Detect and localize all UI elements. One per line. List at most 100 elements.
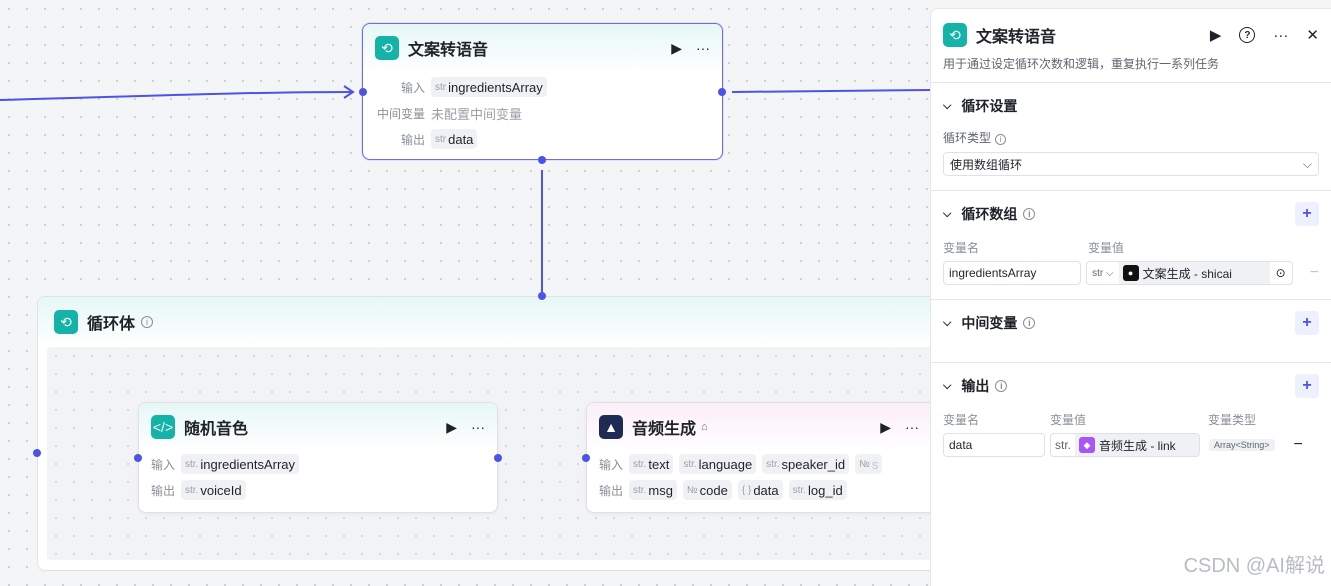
port-in[interactable] [134, 454, 142, 462]
panel-title[interactable]: 文案转语音 [976, 29, 1057, 46]
input-value: ingredientsArray [200, 456, 296, 472]
input-name: text [648, 456, 670, 472]
mid-var-value: 未配置中间变量 [431, 106, 523, 122]
input-pill: str.text [629, 454, 674, 474]
section-title: 循环数组 [961, 206, 1018, 222]
random-voice-node[interactable]: </> 随机音色 ▶ ··· 输入 str.ingredientsArray 输… [138, 402, 498, 513]
loop-type-select[interactable]: 使用数组循环 ⌵ [943, 152, 1319, 176]
input-pill: str.ingredientsArray [181, 454, 300, 474]
loop-icon: ⟲ [943, 23, 967, 47]
type-tag: str. [792, 484, 806, 496]
variable-row: ingredientsArray str ⌵ ● 文案生成 - shicai ⊙… [943, 261, 1319, 285]
audio-generation-node[interactable]: ▲ 音频生成 ⌂ ▶ ··· 输入 str.text str.language … [586, 402, 930, 513]
add-button[interactable]: + [1295, 311, 1319, 335]
add-button[interactable]: + [1295, 374, 1319, 398]
help-icon[interactable]: ? [1239, 27, 1256, 43]
type-text: str. [1055, 438, 1072, 452]
type-header: 变量类型 [1208, 412, 1257, 427]
more-icon[interactable]: ··· [471, 419, 485, 435]
section-header[interactable]: ⌵ 循环数组 i + [943, 191, 1319, 237]
chevron-down-icon[interactable]: ⌵ [943, 207, 952, 220]
reference-chip: ◆ 音频生成 - link [1075, 434, 1199, 456]
output-label: 输出 [151, 483, 176, 498]
run-icon[interactable]: ▶ [446, 418, 457, 435]
type-tag: str. [185, 484, 199, 496]
loop-icon: ⟲ [54, 310, 78, 334]
port-out[interactable] [494, 454, 502, 462]
label-text: 循环类型 [943, 131, 992, 145]
output-pill: str.msg [629, 480, 677, 500]
input-label: 输入 [599, 457, 624, 472]
port-bottom[interactable] [538, 156, 546, 164]
more-icon[interactable]: ··· [696, 40, 710, 56]
info-icon[interactable]: i [1023, 208, 1036, 220]
panel-description: 用于通过设定循环次数和逻辑，重复执行一系列任务 [931, 49, 1331, 83]
info-icon[interactable]: i [141, 316, 154, 328]
chevron-down-icon[interactable]: ⌵ [943, 316, 952, 329]
section-header[interactable]: ⌵ 输出 i + [943, 363, 1319, 409]
port-in[interactable] [359, 88, 367, 96]
output-value-ref[interactable]: str. ◆ 音频生成 - link [1050, 433, 1200, 457]
output-row: data str. ◆ 音频生成 - link Array<String> − [943, 433, 1319, 457]
output-name: data [753, 482, 779, 498]
more-icon[interactable]: ··· [1273, 26, 1289, 44]
input-value: ingredientsArray [448, 79, 543, 95]
remove-icon[interactable]: − [1293, 436, 1303, 453]
output-pill: str.voiceId [181, 480, 246, 500]
reference-text: 文案生成 - shicai [1142, 266, 1232, 281]
edge-out-of-text-node [731, 89, 930, 93]
more-icon[interactable]: ··· [905, 419, 919, 435]
type-tag: str. [766, 458, 780, 470]
port-out[interactable] [718, 88, 726, 96]
column-headers: 变量名 变量值 [943, 237, 1319, 257]
output-name-input[interactable]: data [943, 433, 1045, 457]
section-header[interactable]: ⌵ 循环设置 [943, 83, 1319, 129]
type-tag: str. [633, 458, 647, 470]
type-tag: str [435, 81, 447, 93]
close-icon[interactable]: ✕ [1306, 27, 1319, 44]
input-name: s [871, 456, 879, 472]
input-name: language [698, 456, 753, 472]
chevron-down-icon[interactable]: ⌵ [943, 379, 952, 392]
code-icon: </> [151, 415, 175, 439]
chevron-down-icon[interactable]: ⌵ [943, 99, 952, 112]
plugin-icon: ⌂ [701, 421, 708, 433]
add-button[interactable]: + [1295, 202, 1319, 226]
type-tag: str. [185, 458, 199, 470]
run-icon[interactable]: ▶ [880, 418, 891, 435]
type-text: str [1092, 267, 1104, 279]
variable-name-input[interactable]: ingredientsArray [943, 261, 1082, 285]
cube-icon: ◆ [1079, 437, 1096, 453]
input-label: 输入 [151, 457, 176, 472]
info-icon[interactable]: i [995, 380, 1008, 392]
output-name: code [699, 482, 728, 498]
output-pill: { }data [737, 480, 783, 500]
output-pill: str.log_id [788, 480, 847, 500]
type-selector[interactable]: str ⌵ [1092, 267, 1114, 279]
node-header: </> 随机音色 ▶ ··· [139, 403, 497, 451]
remove-icon[interactable]: − [1309, 264, 1319, 281]
variable-value-ref[interactable]: str ⌵ ● 文案生成 - shicai ⊙ [1086, 261, 1293, 285]
port-in[interactable] [582, 454, 590, 462]
type-tag: str. [633, 484, 647, 496]
column-headers: 变量名 变量值 变量类型 [943, 409, 1319, 429]
port-loop-top[interactable] [538, 292, 546, 300]
loop-array-section: ⌵ 循环数组 i + 变量名 变量值 ingredientsArray str … [931, 191, 1331, 300]
section-title: 输出 [961, 378, 990, 394]
info-icon[interactable]: i [1023, 317, 1036, 329]
port-loop-left[interactable] [33, 449, 41, 457]
output-name: log_id [807, 482, 843, 498]
output-label: 输出 [400, 132, 425, 147]
node-header: ⟲ 文案转语音 ▶ ··· [363, 24, 722, 72]
edge-into-text-node [0, 91, 353, 101]
target-icon[interactable]: ⊙ [1275, 266, 1286, 280]
section-header[interactable]: ⌵ 中间变量 i + [943, 300, 1319, 346]
reference-text: 音频生成 - link [1099, 438, 1176, 453]
run-icon[interactable]: ▶ [1209, 27, 1222, 44]
info-icon[interactable]: i [995, 134, 1007, 145]
run-icon[interactable]: ▶ [671, 39, 682, 56]
